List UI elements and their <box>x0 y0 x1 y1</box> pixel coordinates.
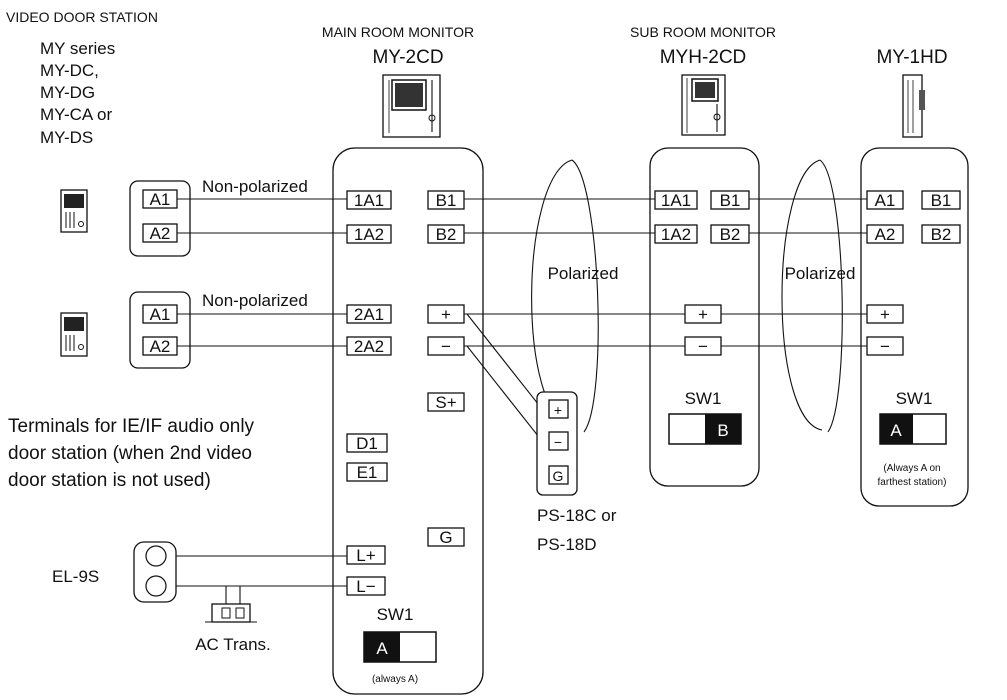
door-series-line-1: MY series <box>40 39 115 58</box>
sub-monitor-device-icon <box>681 74 726 136</box>
main-terminal-s-plus-label: S+ <box>435 393 456 412</box>
sub-room-monitor-heading: SUB ROOM MONITOR <box>630 24 776 40</box>
sub-station-terminal-minus-label: − <box>880 337 890 356</box>
ie-note-line-2: door station (when 2nd video <box>8 443 252 464</box>
sub-room-station-model: MY-1HD <box>876 47 947 68</box>
el9s-terminal-1 <box>145 545 167 567</box>
power-supply-label-line-2: PS-18D <box>537 535 597 554</box>
sub-station-terminal-a2 <box>866 224 904 244</box>
main-terminal-b1 <box>427 190 465 210</box>
door-series-line-2: MY-DC, <box>40 61 99 80</box>
polarized-bundle-1 <box>531 159 599 433</box>
sub-station-terminal-a1-label: A1 <box>875 191 896 210</box>
main-terminal-e1-label: E1 <box>357 463 378 482</box>
video-door-station-1-icon <box>60 189 88 233</box>
main-terminal-g <box>427 527 465 547</box>
sub-monitor-terminal-1a2-label: 1A2 <box>661 225 691 244</box>
ac-transformer-icon <box>205 603 257 623</box>
main-terminal-d1-label: D1 <box>356 434 378 453</box>
main-room-monitor-model: MY-2CD <box>372 47 443 68</box>
sub-monitor-terminal-b1-label: B1 <box>720 191 741 210</box>
sub-monitor-sw1-switch <box>668 413 742 445</box>
sub-monitor-terminal-plus-label: + <box>698 305 708 324</box>
main-sw1-label: SW1 <box>377 605 414 624</box>
ps-terminal-minus <box>548 431 569 451</box>
polarized-label-2: Polarized <box>785 264 856 283</box>
door2-terminal-a2-label: A2 <box>150 337 171 356</box>
sub-station-sw1-note-line-1: (Always A on <box>883 463 940 474</box>
ps-terminal-g <box>548 465 569 485</box>
ac-trans-label: AC Trans. <box>195 635 271 654</box>
main-terminal-l-plus <box>346 545 386 565</box>
main-monitor-device-icon <box>382 74 441 138</box>
video-door-station-heading: VIDEO DOOR STATION <box>6 9 158 25</box>
main-terminal-b2-label: B2 <box>436 225 457 244</box>
sub-station-terminal-b2 <box>921 224 961 244</box>
sub-station-sw1-value: A <box>890 421 902 440</box>
sub-station-terminal-b2-label: B2 <box>931 225 952 244</box>
door-series-line-4: MY-CA or <box>40 105 112 124</box>
door1-terminal-a2-label: A2 <box>150 224 171 243</box>
main-terminal-1a2 <box>346 224 392 244</box>
ie-note-line-3: door station is not used) <box>8 470 211 491</box>
ps-terminal-plus <box>548 399 569 419</box>
main-terminal-minus-label: − <box>441 337 451 356</box>
video-door-station-2-icon <box>60 312 88 357</box>
sub-station-sw1-note-line-2: farthest station) <box>878 477 947 488</box>
ps-terminal-minus-label: − <box>554 434 562 450</box>
ps-terminal-g-label: G <box>553 468 564 484</box>
main-terminal-g-label: G <box>439 528 452 547</box>
sub-monitor-sw1-label: SW1 <box>685 389 722 408</box>
sub-monitor-terminal-1a1 <box>654 190 698 210</box>
sub-monitor-terminal-1a1-label: 1A1 <box>661 191 691 210</box>
main-terminal-1a1 <box>346 190 392 210</box>
main-terminal-1a1-label: 1A1 <box>354 191 384 210</box>
door2-terminal-a1-label: A1 <box>150 305 171 324</box>
sub-monitor-terminal-b2-label: B2 <box>720 225 741 244</box>
sub-monitor-terminal-b2 <box>710 224 750 244</box>
sub-monitor-terminal-minus-label: − <box>698 337 708 356</box>
main-terminal-d1 <box>346 433 388 453</box>
sub-monitor-terminal-1a2 <box>654 224 698 244</box>
door-series-line-5: MY-DS <box>40 128 93 147</box>
sub-monitor-sw1-value: B <box>717 421 728 440</box>
main-terminal-plus-label: + <box>441 305 451 324</box>
wiring <box>176 198 867 604</box>
sub-room-monitor-model: MYH-2CD <box>660 47 747 68</box>
polarized-label-1: Polarized <box>548 264 619 283</box>
main-room-monitor-heading: MAIN ROOM MONITOR <box>322 24 474 40</box>
main-terminal-2a2-label: 2A2 <box>354 337 384 356</box>
door-station-2-terminal-block <box>129 291 191 369</box>
sub-station-terminal-a2-label: A2 <box>875 225 896 244</box>
main-terminal-e1 <box>346 462 388 482</box>
sub-monitor-terminal-b1 <box>710 190 750 210</box>
ie-note-line-1: Terminals for IE/IF audio only <box>8 416 255 437</box>
sub-station-device-icon <box>902 74 925 138</box>
sub-station-terminal-b1-label: B1 <box>931 191 952 210</box>
el9s-label: EL-9S <box>52 567 99 586</box>
main-terminal-b2 <box>427 224 465 244</box>
ps-terminal-plus-label: + <box>554 402 562 418</box>
main-sw1-note: (always A) <box>372 674 418 685</box>
main-sw1-value: A <box>376 639 388 658</box>
el9s-terminal-2 <box>145 575 167 597</box>
power-supply-label-line-1: PS-18C or <box>537 506 617 525</box>
main-terminal-b1-label: B1 <box>436 191 457 210</box>
main-terminal-2a1-label: 2A1 <box>354 305 384 324</box>
main-terminal-s-plus <box>427 392 465 412</box>
sub-station-sw1-label: SW1 <box>896 389 933 408</box>
door2-wire-label: Non-polarized <box>202 291 308 310</box>
main-terminal-1a2-label: 1A2 <box>354 225 384 244</box>
sub-station-terminal-a1 <box>866 190 904 210</box>
sub-station-sw1-switch <box>879 413 947 445</box>
main-terminal-l-minus-label: L− <box>356 577 375 596</box>
door1-terminal-a1-label: A1 <box>150 190 171 209</box>
door-series-line-3: MY-DG <box>40 83 95 102</box>
polarized-bundle-2 <box>781 159 843 433</box>
main-terminal-l-plus-label: L+ <box>356 546 375 565</box>
sub-station-terminal-plus-label: + <box>880 305 890 324</box>
main-sw1-switch <box>363 631 437 663</box>
door1-wire-label: Non-polarized <box>202 177 308 196</box>
sub-station-terminal-b1 <box>921 190 961 210</box>
